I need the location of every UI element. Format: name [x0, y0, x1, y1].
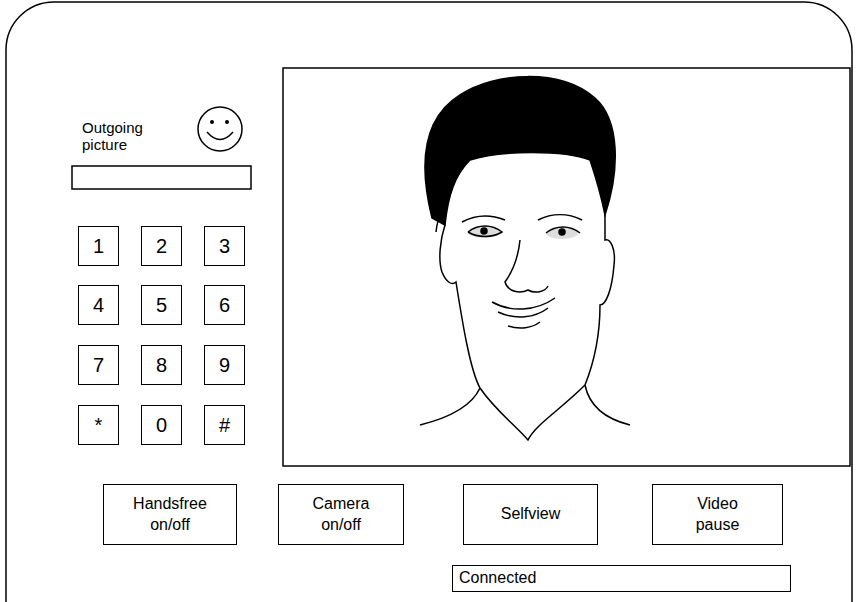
key-label: 7 [93, 352, 104, 378]
face-picture [420, 77, 630, 440]
function-button: Handsfree on/off [103, 484, 237, 545]
keypad-key: 8 [141, 345, 182, 385]
key-label: 3 [219, 233, 230, 259]
device-housing [6, 2, 852, 602]
keypad-key: 7 [78, 345, 119, 385]
picture-caption: Outgoing picture [82, 120, 154, 153]
keypad-key: * [78, 405, 119, 445]
video-frame [283, 68, 850, 466]
key-label: 8 [156, 352, 167, 378]
keypad-key: 1 [78, 226, 119, 266]
key-label: 5 [156, 292, 167, 318]
keypad-key: # [204, 405, 245, 445]
key-label: 0 [156, 412, 167, 438]
key-label: 4 [93, 292, 104, 318]
key-label: 2 [156, 233, 167, 259]
button-label: Handsfree on/off [128, 494, 212, 536]
button-label: Camera on/off [299, 494, 383, 536]
status-bar: Connected [452, 565, 791, 592]
key-label: * [95, 412, 103, 438]
keypad-key: 5 [141, 285, 182, 325]
key-label: 1 [93, 233, 104, 259]
function-button: Camera on/off [278, 484, 404, 545]
key-label: 6 [219, 292, 230, 318]
function-button: Selfview [463, 484, 598, 545]
keypad-key: 2 [141, 226, 182, 266]
smiley-icon [198, 107, 242, 151]
keypad-key: 4 [78, 285, 119, 325]
keypad-key: 9 [204, 345, 245, 385]
key-label: 9 [219, 352, 230, 378]
function-button: Video pause [652, 484, 783, 545]
number-display [72, 166, 251, 189]
button-label: Selfview [501, 504, 561, 525]
keypad-key: 3 [204, 226, 245, 266]
keypad-key: 0 [141, 405, 182, 445]
key-label: # [219, 412, 230, 438]
keypad-key: 6 [204, 285, 245, 325]
status-text: Connected [459, 568, 536, 589]
button-label: Video pause [676, 494, 760, 536]
